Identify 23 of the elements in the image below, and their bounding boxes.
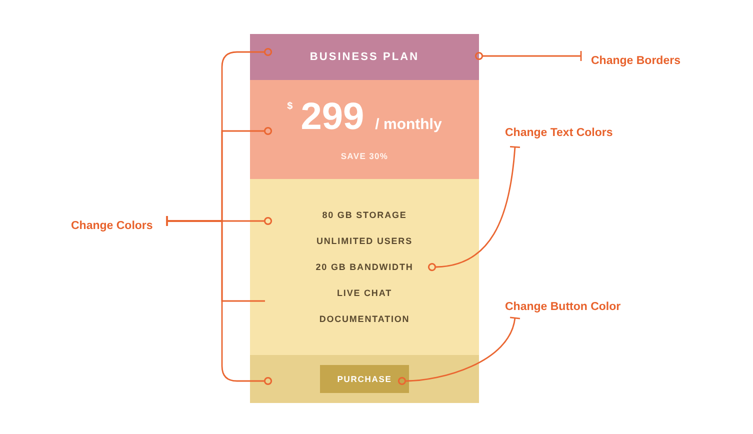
feature-item: DOCUMENTATION: [319, 313, 410, 326]
plan-header-bar: [250, 34, 479, 80]
feature-item: 20 GB BANDWIDTH: [316, 261, 414, 274]
price-amount: 299: [300, 98, 364, 136]
feature-item: 80 GB STORAGE: [322, 209, 407, 222]
callout-label: Change Text Colors: [505, 127, 613, 139]
feature-item: LIVE CHAT: [337, 287, 392, 300]
leader-line: [166, 215, 272, 386]
discount-note: SAVE 30%: [340, 151, 388, 161]
callout-label: Change Button Color: [505, 301, 621, 313]
leader-line: [398, 316, 521, 386]
footer-bar: [250, 355, 479, 403]
feature-item: UNLIMITED USERS: [316, 235, 412, 248]
leader-line: [474, 50, 582, 62]
price-panel: [250, 80, 479, 179]
billing-period: / monthly: [375, 117, 442, 132]
leader-line: [428, 146, 521, 272]
plan-title: BUSINESS PLAN: [310, 50, 420, 64]
callout-label: Change Colors: [71, 220, 153, 232]
purchase-button: PURCHASE: [320, 365, 409, 393]
features-panel: [250, 179, 479, 355]
callout-label: Change Borders: [591, 55, 680, 67]
currency-symbol: $: [287, 102, 293, 112]
